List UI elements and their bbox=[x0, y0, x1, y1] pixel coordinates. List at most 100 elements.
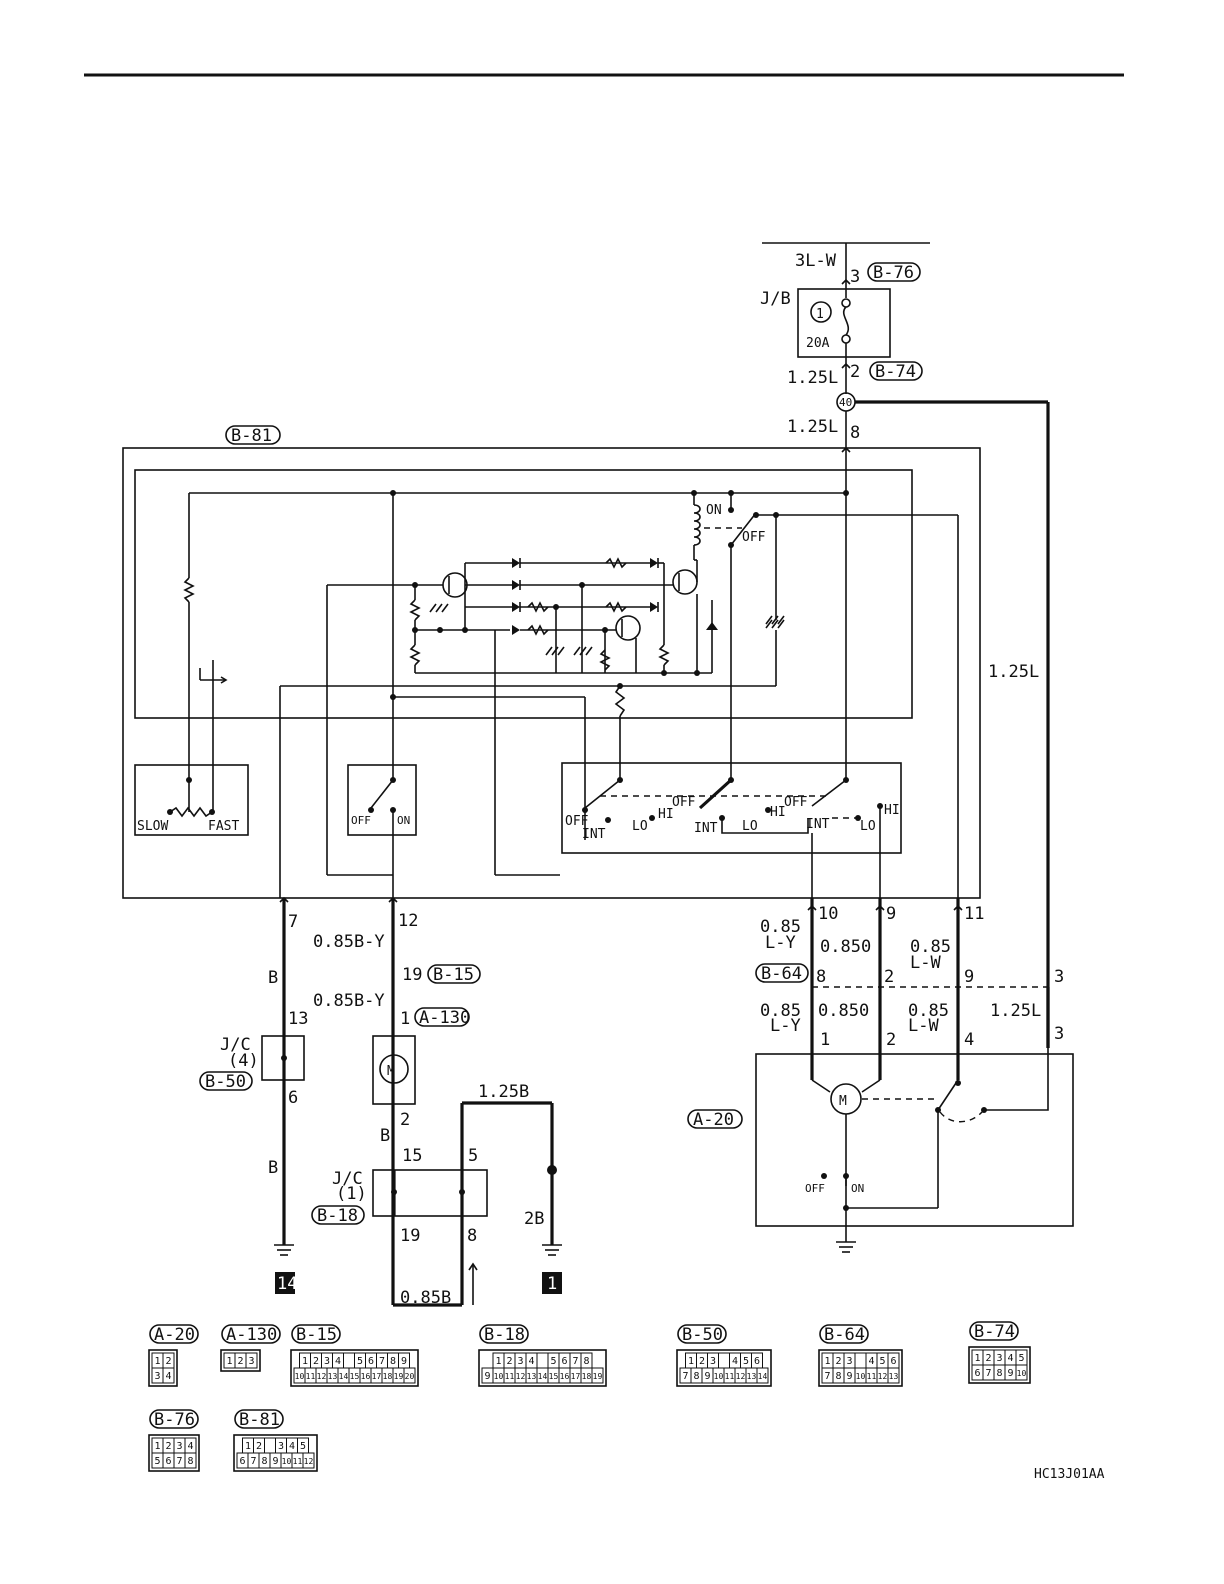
fuse-number-circle bbox=[810, 301, 832, 323]
connector-tag bbox=[677, 1324, 727, 1344]
connector-pin-number: 1 bbox=[302, 1356, 308, 1367]
connector-pin-number: 1 bbox=[154, 1441, 160, 1452]
connector-pin-number: 1 bbox=[974, 1353, 980, 1364]
connector-tag bbox=[234, 1409, 284, 1429]
jc-label: J/C bbox=[332, 1169, 363, 1189]
connector-pin-number: 4 bbox=[335, 1356, 341, 1367]
wire-label: L-Y bbox=[765, 933, 796, 953]
pin-label: 8 bbox=[467, 1226, 477, 1246]
connector-pin-number: 18 bbox=[383, 1372, 393, 1381]
wire-label: 1.25L bbox=[990, 1001, 1041, 1021]
connector-pin-number: 9 bbox=[484, 1371, 490, 1382]
connector-view-label: A-130 bbox=[226, 1325, 277, 1345]
connector-pin-number: 17 bbox=[571, 1372, 581, 1381]
wire-label: 0.85 bbox=[760, 917, 801, 937]
connector-pin-cell bbox=[184, 1452, 197, 1469]
switch-pos-off: OFF bbox=[672, 795, 696, 810]
connector-housing bbox=[220, 1349, 261, 1372]
diode-icon bbox=[512, 625, 520, 635]
wire-label: 0.85 bbox=[910, 937, 951, 957]
jc-label: J/C bbox=[220, 1035, 251, 1055]
pin-label: 19 bbox=[402, 965, 422, 985]
connector-pin-number: 12 bbox=[304, 1457, 314, 1466]
connector-pin-number: 3 bbox=[154, 1371, 160, 1382]
wire-label: 3L-W bbox=[795, 251, 837, 271]
intermittent-volume-box bbox=[134, 764, 249, 836]
fuse-number: 1 bbox=[816, 307, 824, 322]
connector-pin-number: 5 bbox=[1018, 1353, 1024, 1364]
connector-tag bbox=[221, 1324, 281, 1344]
connector-pin-number: 2 bbox=[256, 1441, 262, 1452]
connector-pin-number: 9 bbox=[704, 1371, 710, 1382]
connector-view-label: B-15 bbox=[296, 1325, 337, 1345]
connector-pin-number: 7 bbox=[985, 1368, 991, 1379]
pin-label: 8 bbox=[850, 423, 860, 443]
connector-pin-cell bbox=[245, 1352, 258, 1369]
connector-pin-number: 7 bbox=[176, 1456, 182, 1467]
wire-label: L-W bbox=[910, 953, 941, 973]
connector-tag bbox=[414, 1007, 470, 1027]
connector-pin-number: 2 bbox=[237, 1356, 243, 1367]
pin-label: 2 bbox=[400, 1110, 410, 1130]
resistor-icon bbox=[409, 599, 421, 621]
connector-pin-number: 4 bbox=[1007, 1353, 1013, 1364]
connector-pin-number: 8 bbox=[583, 1356, 589, 1367]
connector-pin-number: 8 bbox=[996, 1368, 1002, 1379]
connector-pin-number: 12 bbox=[317, 1372, 327, 1381]
connector-pin-number: 3 bbox=[278, 1441, 284, 1452]
connector-pin-number: 13 bbox=[527, 1372, 537, 1381]
connector-pin-number: 14 bbox=[538, 1372, 548, 1381]
connector-tag bbox=[311, 1205, 365, 1225]
connector-pin-number: 6 bbox=[368, 1356, 374, 1367]
relay-coil-icon bbox=[693, 504, 701, 546]
wire-label: 0.85 bbox=[760, 1001, 801, 1021]
connector-tag bbox=[479, 1324, 529, 1344]
washer-branch: 12 0.85B-Y 19 B-15 0.85B-Y 1 A-130 M 2 B… bbox=[311, 896, 562, 1308]
connector-pin-number: 5 bbox=[357, 1356, 363, 1367]
connector-pin-number: 5 bbox=[743, 1356, 749, 1367]
transistor-icon bbox=[615, 615, 641, 641]
connector-pin-cell bbox=[591, 1367, 604, 1384]
ground-point-badge bbox=[275, 1272, 295, 1294]
connector-pin-number: 12 bbox=[736, 1372, 746, 1381]
connector-pin-number: 12 bbox=[878, 1372, 888, 1381]
connector-pin-number: 19 bbox=[593, 1372, 603, 1381]
connector-pin-number: 2 bbox=[506, 1356, 512, 1367]
connector-pin-number: 1 bbox=[824, 1356, 830, 1367]
connector-pin-number: 5 bbox=[879, 1356, 885, 1367]
connector-pin-number: 11 bbox=[293, 1457, 303, 1466]
connector-housing bbox=[818, 1349, 903, 1387]
pin-label: 3 bbox=[1054, 1024, 1064, 1044]
switch-pos-off: OFF bbox=[565, 814, 589, 829]
connector-pin-number: 4 bbox=[528, 1356, 534, 1367]
connector-tag-label: A-20 bbox=[693, 1110, 734, 1130]
connector-tag bbox=[225, 425, 281, 445]
splice-label: 40 bbox=[839, 396, 852, 409]
connector-pin-number: 3 bbox=[846, 1356, 852, 1367]
pin-label: 7 bbox=[288, 912, 298, 932]
connector-pin-number: 10 bbox=[282, 1457, 292, 1466]
connector-pin-number: 17 bbox=[372, 1372, 382, 1381]
switch-pos-int: INT bbox=[694, 821, 718, 836]
connector-tag-label: B-76 bbox=[873, 263, 914, 283]
pin-label: 15 bbox=[402, 1146, 422, 1166]
resistor-icon bbox=[183, 577, 195, 603]
pin-label: 19 bbox=[400, 1226, 420, 1246]
pin-label: 1 bbox=[400, 1009, 410, 1029]
connector-pin-number: 6 bbox=[561, 1356, 567, 1367]
pin-label: 3 bbox=[1054, 967, 1064, 987]
connector-pin-number: 16 bbox=[560, 1372, 570, 1381]
connector-view-label: B-74 bbox=[974, 1322, 1015, 1342]
ground-point-badge bbox=[542, 1272, 562, 1294]
wire-label: B bbox=[268, 968, 278, 988]
connector-pin-cell bbox=[756, 1367, 769, 1384]
wire-label: 1.25L bbox=[787, 368, 838, 388]
connector-pin-number: 8 bbox=[835, 1371, 841, 1382]
switch-pos-lo: LO bbox=[860, 819, 876, 834]
jc-number: (1) bbox=[336, 1184, 367, 1204]
switch-pos-hi: HI bbox=[770, 805, 786, 820]
